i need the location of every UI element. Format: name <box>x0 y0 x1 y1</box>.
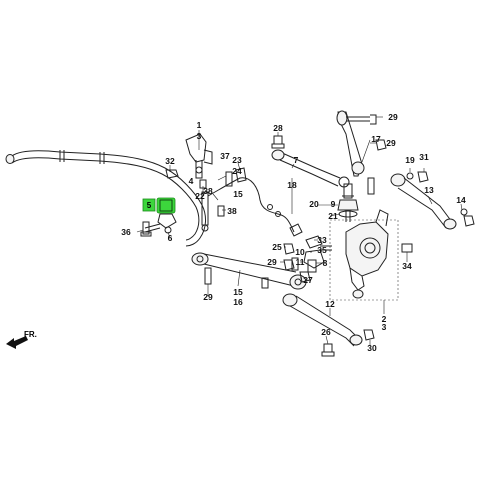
nut-29-right[interactable] <box>463 215 475 227</box>
stabilizer-link-upper[interactable] <box>185 133 213 179</box>
bushing-33[interactable] <box>305 235 323 249</box>
part-label: 15 <box>233 287 243 297</box>
part-label: 7 <box>294 155 299 165</box>
lower-arm-12[interactable] <box>282 293 363 347</box>
part-label: 30 <box>367 343 377 353</box>
part-label: 24 <box>232 166 242 176</box>
highlight-label: 5 <box>147 201 152 210</box>
knuckle-box-outline <box>329 219 399 301</box>
stabilizer-bushing-highlight[interactable] <box>156 197 176 214</box>
stabilizer-bracket[interactable] <box>144 213 177 234</box>
part-label: 32 <box>165 156 175 166</box>
bolt-26[interactable] <box>321 343 335 357</box>
part-label: 3 <box>382 322 387 332</box>
stabilizer-link-lower[interactable] <box>201 191 209 232</box>
bolt-38-top[interactable] <box>199 179 207 189</box>
knuckle-assembly[interactable] <box>345 209 389 299</box>
part-label: 11 <box>296 257 305 267</box>
bolt-28[interactable] <box>271 135 285 149</box>
part-label: 36 <box>121 227 131 237</box>
part-label: 6 <box>168 233 173 243</box>
bolt-29-top[interactable] <box>346 114 377 125</box>
part-label: 20 <box>309 199 319 209</box>
part-label: 17 <box>371 134 381 144</box>
nut-32[interactable] <box>165 169 179 179</box>
highlight-label-box: 5 <box>142 198 156 212</box>
part-label: 27 <box>303 275 313 285</box>
nut-29-mid-left[interactable] <box>283 259 295 271</box>
part-label: 38 <box>227 206 237 216</box>
stabilizer-bar[interactable] <box>5 150 206 247</box>
bushing-9[interactable] <box>337 199 359 222</box>
part-label: 12 <box>325 299 335 309</box>
part-labels: 1 3 32 38 4 37 23 24 22 38 6 36 28 7 18 … <box>121 112 466 353</box>
part-label: 14 <box>456 195 466 205</box>
part-label: 2 <box>382 314 387 324</box>
part-label: 33 <box>317 235 327 245</box>
part-label: 26 <box>321 327 331 337</box>
bolt-36[interactable] <box>140 221 152 237</box>
nut-25[interactable] <box>283 243 295 255</box>
leader-lines <box>136 116 463 346</box>
bolt-29-lower-left[interactable] <box>204 267 212 285</box>
part-label: 1 <box>197 120 202 130</box>
direction-label: FR. <box>24 330 37 339</box>
cap-34[interactable] <box>401 243 413 253</box>
arm-13[interactable] <box>390 173 457 230</box>
abs-sensor-wire[interactable] <box>207 167 303 237</box>
bolt-38-lower[interactable] <box>217 205 225 217</box>
part-label: 23 <box>232 155 242 165</box>
part-label: 3 <box>197 131 202 141</box>
part-label: 31 <box>419 152 429 162</box>
part-label: 29 <box>203 292 213 302</box>
part-label: 9 <box>331 199 336 209</box>
part-label: 38 <box>203 186 213 196</box>
part-label: 29 <box>386 138 396 148</box>
washer-14[interactable] <box>460 208 468 216</box>
part-label: 28 <box>273 123 283 133</box>
part-label: 19 <box>405 155 415 165</box>
nut-30[interactable] <box>363 329 375 341</box>
bolt-15-small[interactable] <box>261 277 269 289</box>
part-label: 34 <box>402 261 412 271</box>
part-label: 25 <box>272 242 282 252</box>
bracket-10[interactable] <box>303 249 325 269</box>
bolt-18[interactable] <box>367 177 375 195</box>
nut-31[interactable] <box>417 171 429 183</box>
nut-27[interactable] <box>299 271 311 283</box>
part-label: 10 <box>295 247 305 257</box>
front-direction-arrow: FR. <box>6 330 37 349</box>
part-label: 21 <box>328 211 338 221</box>
washer-19[interactable] <box>406 172 414 180</box>
bolt-8[interactable] <box>307 259 317 273</box>
part-label: 29 <box>388 112 398 122</box>
nut-29-mid[interactable] <box>375 139 387 151</box>
upper-arm-7[interactable] <box>271 149 350 188</box>
bolt-11[interactable] <box>291 257 299 271</box>
part-label: 35 <box>317 245 327 255</box>
part-label: 37 <box>220 151 230 161</box>
part-label: 22 <box>195 191 205 201</box>
part-label: 18 <box>287 180 297 190</box>
part-label: 16 <box>233 297 243 307</box>
part-label: 13 <box>424 185 434 195</box>
part-label: 15 <box>233 189 243 199</box>
part-label: 29 <box>267 257 277 267</box>
lower-arm-15[interactable] <box>191 252 307 290</box>
bolt-35[interactable] <box>320 245 332 251</box>
part-18[interactable] <box>343 183 353 199</box>
part-label: 8 <box>323 258 328 268</box>
part-label: 4 <box>189 176 194 186</box>
